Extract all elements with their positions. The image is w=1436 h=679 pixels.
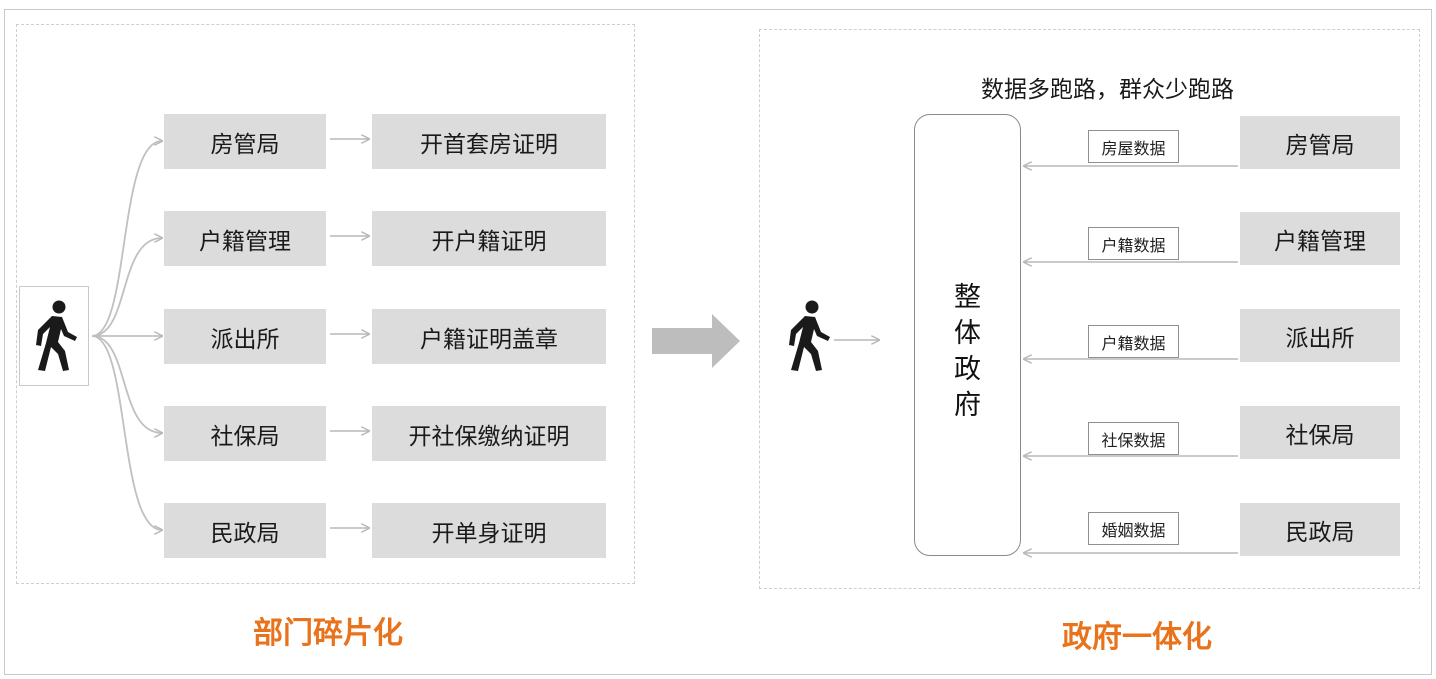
fan-connector [91, 141, 162, 337]
whole-government-box: 整 体 政 府 [914, 114, 1021, 556]
data-tag: 户籍数据 [1088, 325, 1179, 358]
fan-connector [91, 335, 162, 433]
gov-char: 府 [954, 390, 981, 421]
left-panel [16, 24, 635, 584]
left-caption: 部门碎片化 [253, 616, 403, 651]
data-source-department-box: 派出所 [1240, 309, 1400, 362]
fan-connector [91, 335, 162, 530]
left-person-frame [19, 286, 89, 386]
data-tag: 户籍数据 [1088, 227, 1179, 260]
department-box: 房管局 [164, 114, 326, 169]
walking-person-icon [36, 300, 77, 371]
task-box: 开户籍证明 [372, 211, 606, 266]
data-source-department-box: 民政局 [1240, 503, 1400, 556]
right-caption: 政府一体化 [1062, 620, 1212, 655]
outer-frame [4, 9, 1432, 675]
department-box: 社保局 [164, 406, 326, 461]
right-panel [759, 29, 1420, 589]
department-box: 派出所 [164, 309, 326, 364]
data-source-department-box: 房管局 [1240, 116, 1400, 169]
gov-char: 整 [954, 282, 981, 313]
data-source-department-box: 户籍管理 [1240, 212, 1400, 265]
walking-person-icon [789, 300, 830, 371]
whole-government-label: 整 体 政 府 [915, 280, 1020, 424]
fan-connector [91, 238, 162, 337]
arrow-right-icon [652, 314, 740, 368]
data-tag: 婚姻数据 [1088, 512, 1179, 545]
task-box: 开单身证明 [372, 503, 606, 558]
slogan: 数据多跑路，群众少跑路 [981, 77, 1234, 103]
task-box: 户籍证明盖章 [372, 309, 606, 364]
gov-char: 政 [954, 354, 981, 385]
task-box: 开首套房证明 [372, 114, 606, 169]
data-tag: 房屋数据 [1088, 130, 1179, 163]
department-box: 民政局 [164, 503, 326, 558]
data-tag: 社保数据 [1088, 422, 1179, 455]
task-box: 开社保缴纳证明 [372, 406, 606, 461]
data-source-department-box: 社保局 [1240, 406, 1400, 459]
department-box: 户籍管理 [164, 211, 326, 266]
gov-char: 体 [954, 318, 981, 349]
